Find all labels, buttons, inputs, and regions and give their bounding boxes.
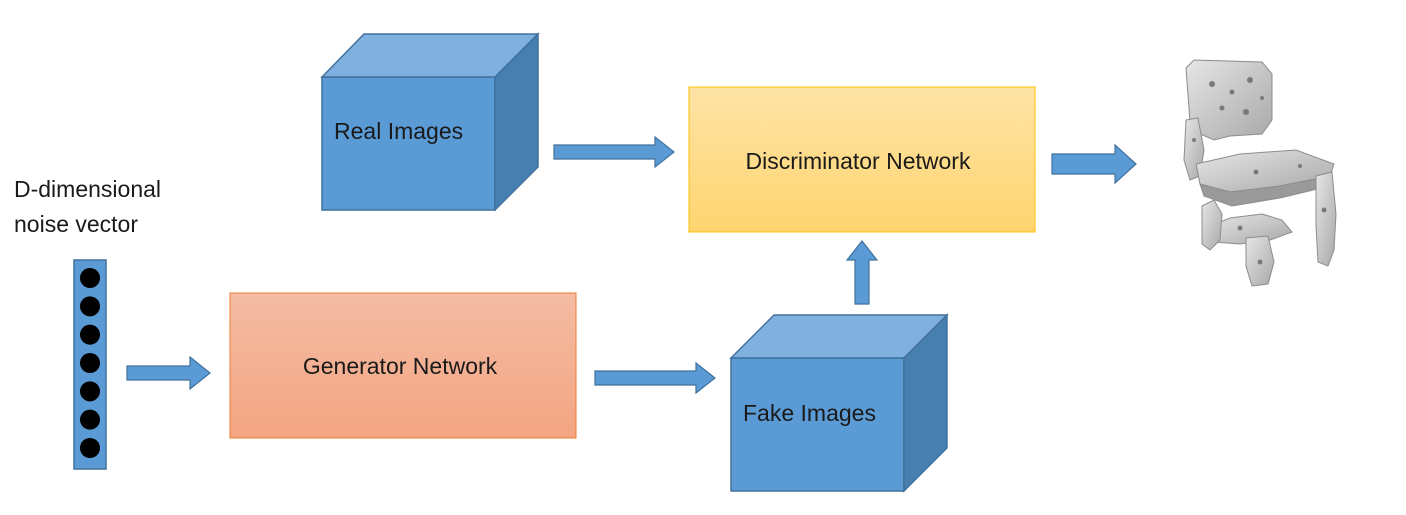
arrow-real-images-to-discriminator <box>553 135 675 169</box>
arrow-fake-images-to-discriminator <box>845 240 879 305</box>
fake-images-cube-side <box>903 313 948 493</box>
noise-vector-label-line1: D-dimensional <box>14 176 161 202</box>
discriminator-network-label: Discriminator Network <box>746 148 971 174</box>
noise-vector-dots <box>80 268 100 458</box>
noise-vector-dot <box>80 353 100 373</box>
noise-vector-dot <box>80 381 100 402</box>
fake-images-label: Fake Images <box>743 400 876 426</box>
arrow-discriminator-to-output <box>1051 143 1137 185</box>
generator-network-shape <box>229 292 577 439</box>
noise-vector-dot <box>80 268 100 288</box>
chair-left-leg <box>1201 199 1223 251</box>
chair-crossbar <box>1209 213 1293 245</box>
real-images-label: Real Images <box>334 118 463 144</box>
arrow-noise-to-generator <box>126 355 211 391</box>
generator-network-box: Generator Network <box>229 292 577 439</box>
noise-vector-label-line2: noise vector <box>14 211 138 237</box>
discriminator-network-shape <box>688 86 1036 233</box>
noise-vector-dot <box>80 296 100 317</box>
real-images-cube: Real Images <box>320 32 540 212</box>
noise-vector-dot <box>80 438 100 458</box>
generator-network-label: Generator Network <box>303 353 498 379</box>
chair-texture <box>1192 77 1327 265</box>
chair-right-leg <box>1315 171 1337 267</box>
noise-vector <box>73 259 107 470</box>
real-images-cube-side <box>494 32 539 212</box>
chair-3d-render-icon <box>1183 59 1337 287</box>
fake-images-cube: Fake Images <box>729 313 949 493</box>
noise-vector-dot <box>80 324 100 345</box>
discriminator-network-box: Discriminator Network <box>688 86 1036 233</box>
arrow-generator-to-fake-images <box>594 361 716 395</box>
noise-vector-dot <box>80 409 100 430</box>
